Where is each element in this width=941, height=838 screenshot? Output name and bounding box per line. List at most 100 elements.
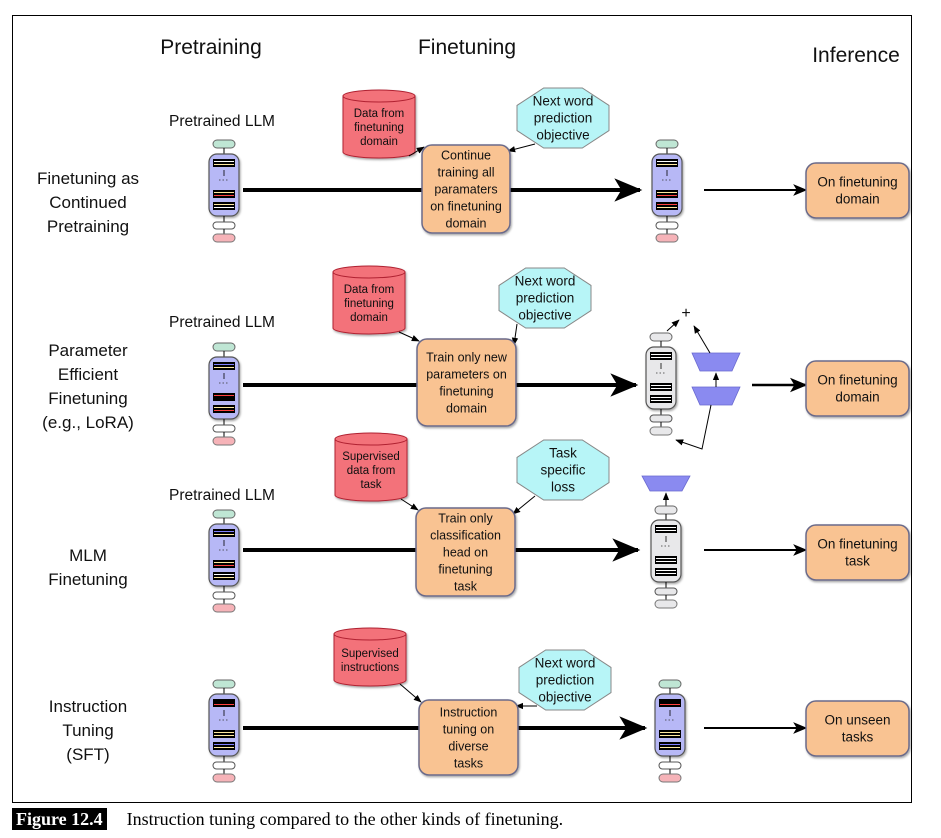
objective-octagon-text-line: objective [538, 690, 591, 705]
layer-block-icon [655, 568, 677, 576]
row-label-line: Efficient [58, 365, 118, 384]
cylinder-top [334, 432, 408, 446]
inference-result-box-text-line: tasks [842, 730, 874, 745]
box-shape [421, 144, 511, 234]
layer-block-icon [650, 352, 672, 360]
data-source-cylinder-text-line: finetuning [354, 122, 404, 134]
cylinder-top [333, 627, 407, 641]
figure-caption: Figure 12.4 Instruction tuning compared … [12, 808, 563, 830]
octagon-shape [518, 649, 612, 711]
column-header-finetuning: Finetuning [418, 36, 516, 59]
pretrained-model-icon [208, 139, 240, 243]
objective-octagon-text-line: specific [540, 463, 585, 478]
layer-block-icon [213, 529, 235, 537]
column-header-inference: Inference [812, 44, 900, 67]
layer-block-icon [656, 202, 678, 210]
row-label-line: (SFT) [66, 745, 109, 764]
data-arrow [399, 683, 422, 703]
process-box-text-line: Instruction [440, 705, 498, 719]
process-box-text-line: tuning on [443, 722, 494, 736]
input-token-icon [649, 426, 673, 436]
data-source-cylinder-text-line: finetuning [344, 298, 394, 310]
data-arrow [400, 498, 419, 511]
process-box-text-line: finetuning [438, 562, 492, 576]
objective-arrow [511, 323, 519, 346]
box-shape [805, 360, 910, 417]
process-box-text-line: Continue [441, 148, 491, 162]
figure-number: Figure 12.4 [12, 808, 107, 830]
output-token-icon [658, 679, 682, 689]
plus-icon: + [681, 305, 690, 322]
data-source-cylinder-text-line: instructions [341, 662, 399, 674]
process-box-text-line: on finetuning [430, 199, 502, 213]
layer-block-icon [213, 560, 235, 568]
layer-block-icon [213, 730, 235, 738]
pretrained-llm-label: Pretrained LLM [169, 113, 275, 130]
output-token-icon [212, 342, 236, 352]
data-arrow [408, 146, 425, 157]
box-shape [416, 338, 517, 427]
objective-octagon-text-line: Next word [533, 94, 594, 109]
embedding-icon [655, 221, 679, 230]
layer-block-icon [659, 742, 681, 750]
sum-arrow [666, 319, 680, 332]
data-source-cylinder-text-line: Supervised [341, 648, 399, 660]
inference-result-box-text-line: domain [835, 192, 879, 207]
row-label-line: MLM [69, 546, 107, 565]
objective-octagon-text-line: Next word [515, 274, 576, 289]
input-token-icon [212, 603, 236, 613]
octagon-shape [516, 439, 610, 501]
data-source-cylinder-text-line: domain [360, 136, 398, 148]
box-shape [805, 524, 910, 581]
objective-octagon-text-line: Task [549, 446, 577, 461]
output-token-icon [212, 139, 236, 149]
process-box-text-line: tasks [454, 756, 483, 770]
inference-result-box: On finetuning domain [805, 162, 910, 219]
process-box-text-line: finetuning [439, 384, 493, 398]
frozen-model-icon [650, 505, 682, 609]
data-source-cylinder-text-line: domain [350, 312, 388, 324]
box-shape [418, 699, 519, 776]
data-source-cylinder: Supervised instructions [333, 627, 407, 687]
layer-block-icon [213, 362, 235, 370]
objective-octagon-text-line: objective [536, 128, 589, 143]
objective-octagon-text-line: prediction [516, 291, 575, 306]
octagon-shape [516, 87, 610, 149]
caption-text: Instruction tuning compared to the other… [126, 808, 564, 829]
data-source-cylinder-text: Supervised instructions [341, 648, 399, 674]
inference-result-box-text-line: On finetuning [817, 373, 897, 388]
box-shape [415, 507, 516, 597]
inference-result-box-text-line: On finetuning [817, 175, 897, 190]
output-token-icon [655, 139, 679, 149]
adapter-a-icon [691, 352, 741, 372]
layer-block-icon [656, 190, 678, 198]
objective-octagon-text: Next word prediction objective [515, 274, 576, 323]
layer-block-icon [213, 572, 235, 580]
objective-octagon-text-line: objective [518, 308, 571, 323]
layer-block-icon [659, 730, 681, 738]
adapter-b-icon [691, 386, 741, 406]
column-header-pretraining: Pretraining [160, 36, 262, 59]
row-label-line: Pretraining [47, 217, 129, 236]
objective-octagon-text-line: Next word [535, 656, 596, 671]
embedding-icon [654, 587, 678, 596]
inference-result-box-text-line: task [845, 554, 870, 569]
box-shape [805, 162, 910, 219]
inference-result-box-text-line: On unseen [824, 713, 890, 728]
inference-result-box-text-line: On finetuning [817, 537, 897, 552]
embedding-icon [212, 591, 236, 600]
